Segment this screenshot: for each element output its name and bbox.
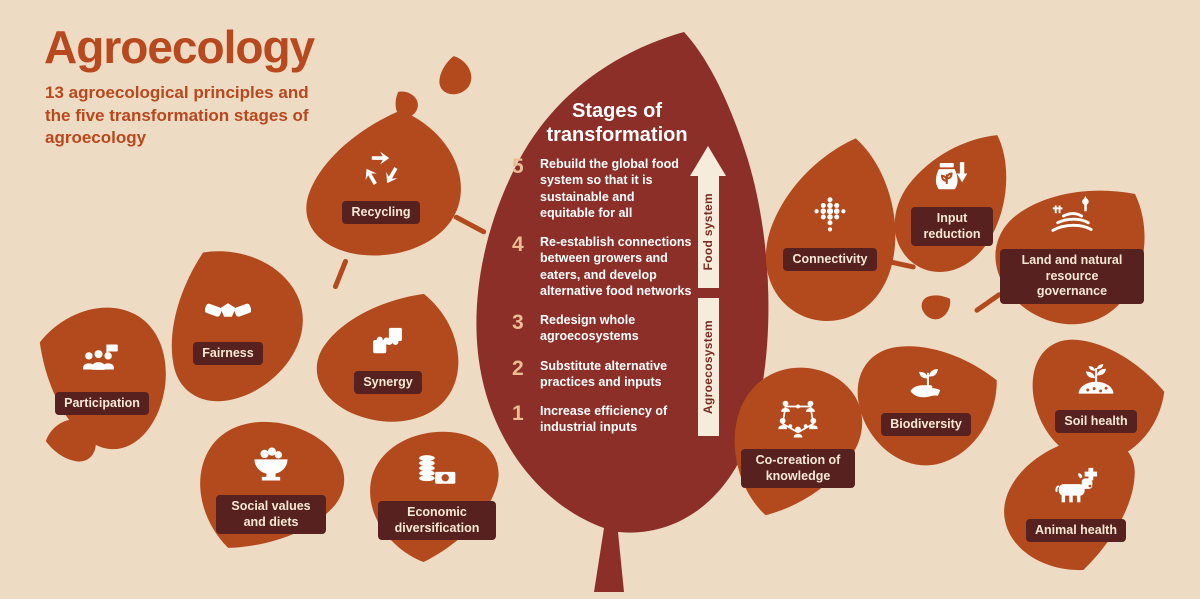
principle-label: Fairness: [193, 341, 263, 366]
coins-money-icon: [419, 455, 456, 484]
principle-label: Synergy: [354, 370, 422, 395]
principle-label: Connectivity: [783, 247, 877, 272]
hand-sprout-icon: [910, 368, 941, 397]
principle-label: Economic diversification: [378, 500, 496, 541]
dot-network-icon: [814, 196, 846, 232]
seed-bag-arrow-icon: [935, 162, 968, 190]
agroecosystem-bar: Agroecosystem: [697, 298, 719, 436]
stage-row-1: 1 Increase efficiency of industrial inpu…: [512, 403, 692, 436]
stage-number: 3: [512, 311, 524, 334]
principle-leaf-animal-health: Animal health: [998, 437, 1154, 571]
principle-leaf-soil-health: Soil health: [1026, 328, 1166, 462]
stage-text: Redesign whole agroecosystems: [540, 313, 639, 344]
puzzle-icon: [373, 327, 402, 353]
stage-text: Re-establish connections between growers…: [540, 235, 692, 298]
principle-label: Input reduction: [911, 206, 993, 247]
principle-leaf-biodiversity: Biodiversity: [856, 326, 997, 470]
recycling-icon: [365, 151, 398, 185]
principle-leaf-connectivity: Connectivity: [760, 134, 900, 330]
transformation-arrow: Food system Agroecosystem: [690, 146, 726, 436]
principle-leaf-participation: Participation: [26, 307, 178, 450]
food-system-label: Food system: [701, 193, 715, 271]
food-bowl-icon: [254, 447, 288, 481]
principle-label: Land and natural resource governance: [1000, 249, 1144, 304]
stages-list: 5 Rebuild the global food system so that…: [512, 156, 692, 436]
stage-number: 2: [512, 356, 524, 380]
principle-leaf-fairness: Fairness: [148, 250, 308, 402]
principle-leaf-land-governance: Land and natural resource governance: [995, 166, 1148, 332]
principle-label: Animal health: [1026, 518, 1126, 543]
people-network-icon: [778, 400, 818, 438]
stage-text: Substitute alternative practices and inp…: [540, 358, 668, 389]
principle-leaf-economic-diversification: Economic diversification: [366, 426, 508, 563]
stage-number: 4: [512, 233, 524, 256]
stage-row-5: 5 Rebuild the global food system so that…: [512, 156, 692, 221]
decorative-leaf: [439, 56, 472, 95]
principle-label: Co-creation of knowledge: [741, 448, 855, 489]
decorative-leaf: [921, 295, 951, 320]
principle-leaf-social-values: Social values and diets: [194, 416, 348, 560]
page-title: Agroecology: [44, 21, 315, 73]
farmland-tree-icon: [1051, 195, 1093, 232]
stage-row-2: 2 Substitute alternative practices and i…: [512, 358, 692, 391]
stage-number: 5: [512, 155, 524, 178]
stage-number: 1: [512, 402, 524, 425]
leaf-shape: [316, 293, 459, 422]
principle-leaf-co-creation: Co-creation of knowledge: [730, 360, 866, 522]
cow-health-icon: [1055, 467, 1098, 503]
principle-label: Participation: [55, 391, 149, 416]
center-leaf: Stages of transformation 5 Rebuild the g…: [452, 26, 774, 592]
stage-text: Increase efficiency of industrial inputs: [540, 404, 668, 435]
agroecosystem-label: Agroecosystem: [701, 320, 715, 414]
principle-leaf-input-reduction: Input reduction: [894, 120, 1007, 282]
principle-leaf-recycling: Recycling: [296, 110, 466, 262]
principle-label: Social values and diets: [216, 494, 326, 535]
page-subtitle: 13 agroecological principles and the fiv…: [45, 83, 309, 148]
stage-row-4: 4 Re-establish connections between growe…: [512, 234, 692, 299]
food-system-bar: Food system: [697, 176, 719, 288]
stages-heading: Stages of transformation: [546, 100, 688, 146]
principle-label: Soil health: [1055, 409, 1137, 434]
principle-label: Biodiversity: [881, 412, 971, 437]
principle-leaf-synergy: Synergy: [312, 286, 464, 428]
handshake-icon: [205, 302, 251, 317]
people-group-icon: [83, 344, 118, 370]
principle-label: Recycling: [342, 200, 420, 225]
sprout-soil-icon: [1078, 363, 1114, 394]
stage-row-3: 3 Redesign whole agroecosystems: [512, 312, 692, 345]
arrow-up-icon: [690, 146, 726, 176]
stage-text: Rebuild the global food system so that i…: [540, 157, 679, 220]
